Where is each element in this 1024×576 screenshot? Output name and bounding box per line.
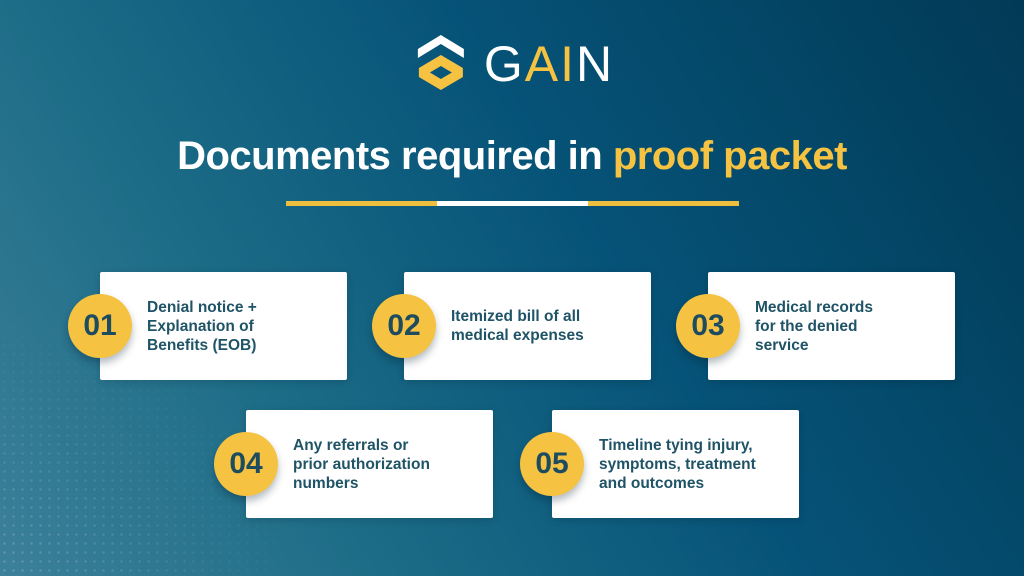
title-accent: proof packet	[612, 133, 848, 178]
card-2-text: Itemized bill of all medical expenses	[451, 308, 584, 344]
card-5-number-badge: 05	[520, 432, 584, 496]
title-divider	[286, 201, 739, 206]
card-3-number-badge: 03	[676, 294, 740, 358]
divider-segment-gold-right	[588, 201, 739, 206]
page-title: Documents required in proof packet	[0, 129, 1024, 183]
card-2-number-badge: 02	[372, 294, 436, 358]
divider-segment-white	[437, 201, 588, 206]
card-4: 04 Any referrals or prior authorization …	[214, 410, 493, 518]
card-4-text: Any referrals or prior authorization num…	[293, 436, 430, 492]
logo-letters-highlight: AI	[524, 36, 577, 92]
gain-logo-icon	[410, 33, 472, 96]
title-normal: Documents required in	[177, 133, 613, 178]
divider-segment-gold-left	[286, 201, 437, 206]
card-1: 01 Denial notice + Explanation of Benefi…	[68, 272, 347, 380]
card-2: 02 Itemized bill of all medical expenses	[372, 272, 651, 380]
card-3: 03 Medical records for the denied servic…	[676, 272, 955, 380]
card-5: 05 Timeline tying injury, symptoms, trea…	[520, 410, 799, 518]
card-1-number-badge: 01	[68, 294, 132, 358]
card-4-number-badge: 04	[214, 432, 278, 496]
logo-letter-suffix: N	[576, 36, 615, 92]
logo-letter-prefix: G	[483, 36, 525, 92]
card-5-text: Timeline tying injury, symptoms, treatme…	[599, 436, 756, 492]
gain-logo-text: GAIN	[484, 35, 614, 93]
card-1-text: Denial notice + Explanation of Benefits …	[147, 298, 257, 354]
gain-logo: GAIN	[410, 34, 614, 94]
card-3-text: Medical records for the denied service	[755, 298, 874, 354]
